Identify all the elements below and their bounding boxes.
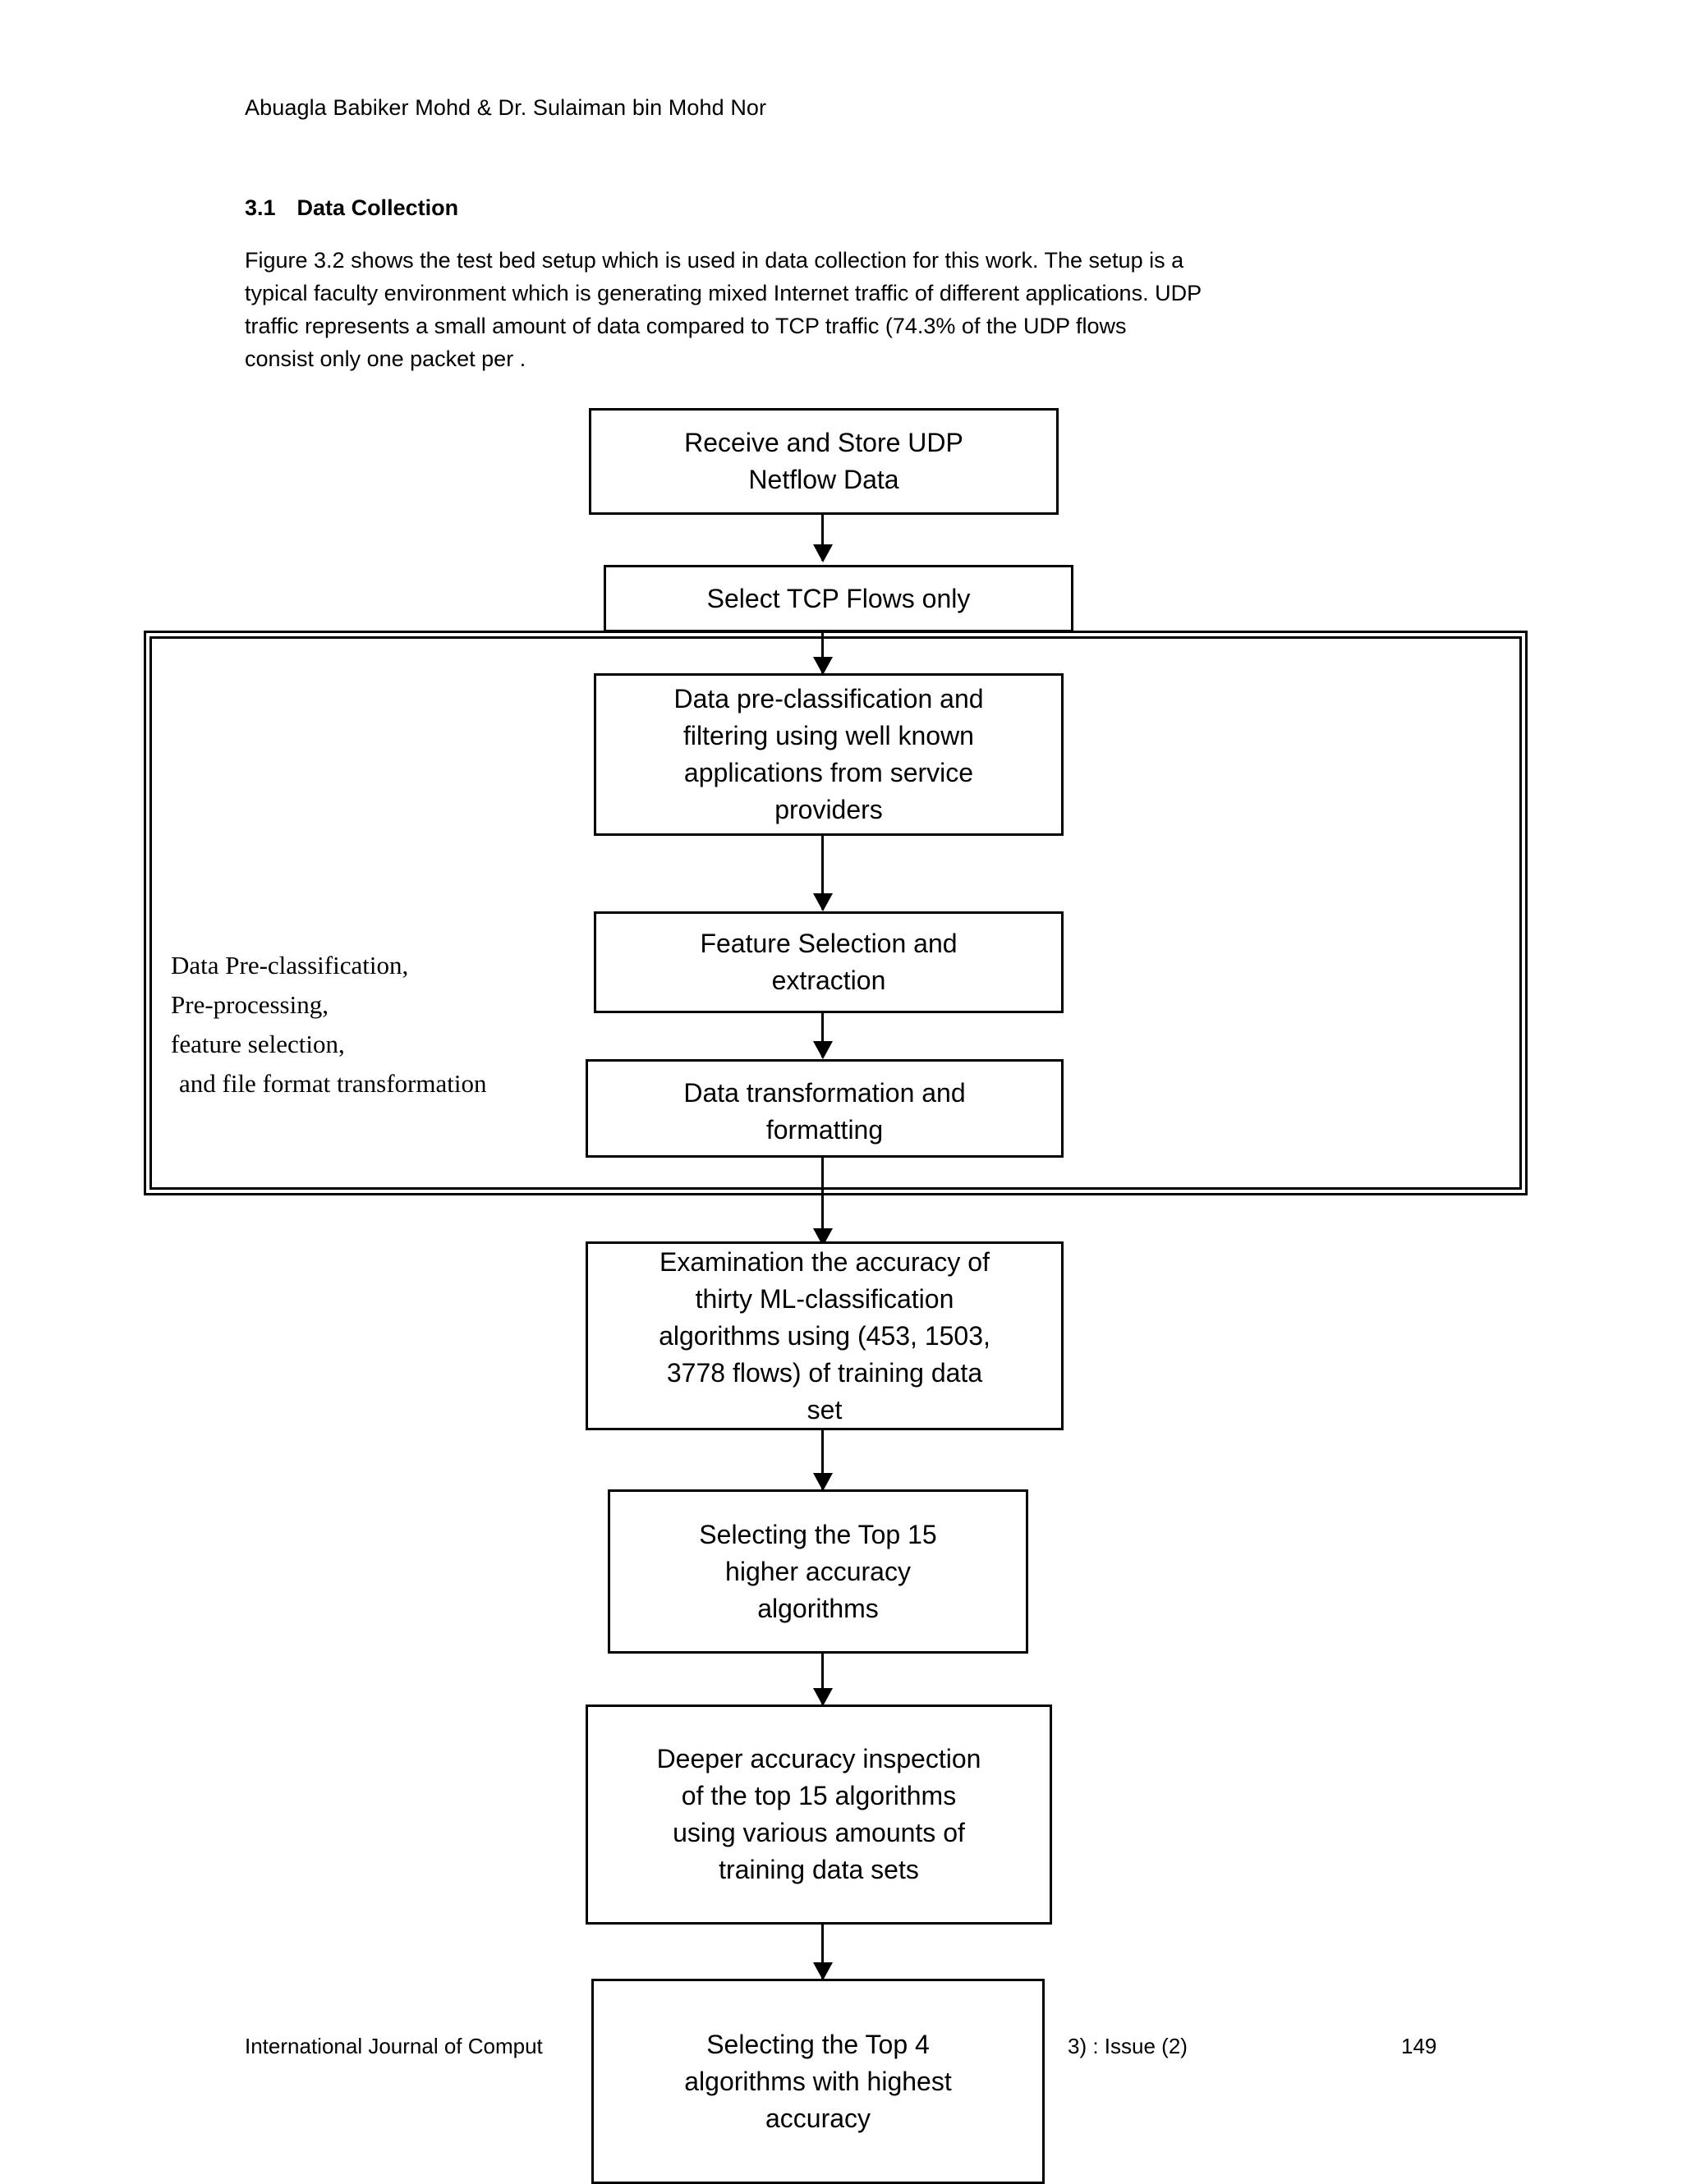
group-label-line-2: Pre-processing,	[171, 990, 329, 1019]
paragraph-line-1: Figure 3.2 shows the test bed setup whic…	[245, 248, 1184, 273]
group-label-line-3: feature selection,	[171, 1030, 345, 1058]
footer-journal-name: International Journal of Comput	[245, 2034, 543, 2058]
paragraph-line-4: consist only one packet per .	[245, 346, 526, 371]
flow-node-label: Select TCP Flows only	[706, 583, 971, 613]
group-label-line-4: and file format transformation	[179, 1069, 487, 1098]
flow-arrow-top15-to-deeper	[821, 1654, 824, 1705]
flow-arrow-receive-to-select	[821, 515, 824, 561]
flow-arrow-transform-to-examination	[821, 1195, 824, 1245]
flow-arrow-preclass-to-feature	[821, 836, 824, 910]
flow-arrow-feature-to-transform	[821, 1013, 824, 1058]
section-number: 3.1	[245, 195, 276, 220]
section-heading: 3.1 Data Collection	[245, 195, 458, 221]
flow-arrow-deeper-to-top4	[821, 1925, 824, 1979]
flow-arrow-select-to-preclass	[821, 632, 824, 673]
section-title: Data Collection	[296, 195, 459, 220]
body-paragraph: Figure 3.2 shows the test bed setup whic…	[245, 244, 1422, 375]
flow-arrow-transform-to-examination-upper	[821, 1158, 824, 1232]
paragraph-line-2: typical faculty environment which is gen…	[245, 281, 1202, 305]
running-head: Abuagla Babiker Mohd & Dr. Sulaiman bin …	[245, 95, 767, 120]
group-label-line-1: Data Pre-classification,	[171, 951, 409, 980]
footer-issue: 3) : Issue (2)	[1068, 2034, 1188, 2058]
flow-node-select-tcp[interactable]: Select TCP Flows only	[604, 565, 1073, 632]
preprocessing-group-label: Data Pre-classification, Pre-processing,…	[171, 946, 598, 1103]
page-footer: International Journal of Comput 3) : Iss…	[245, 2030, 1436, 2062]
paragraph-line-3: traffic represents a small amount of dat…	[245, 314, 1127, 338]
flow-arrow-examination-to-top15	[821, 1430, 824, 1489]
footer-page-number: 149	[1401, 2034, 1437, 2058]
